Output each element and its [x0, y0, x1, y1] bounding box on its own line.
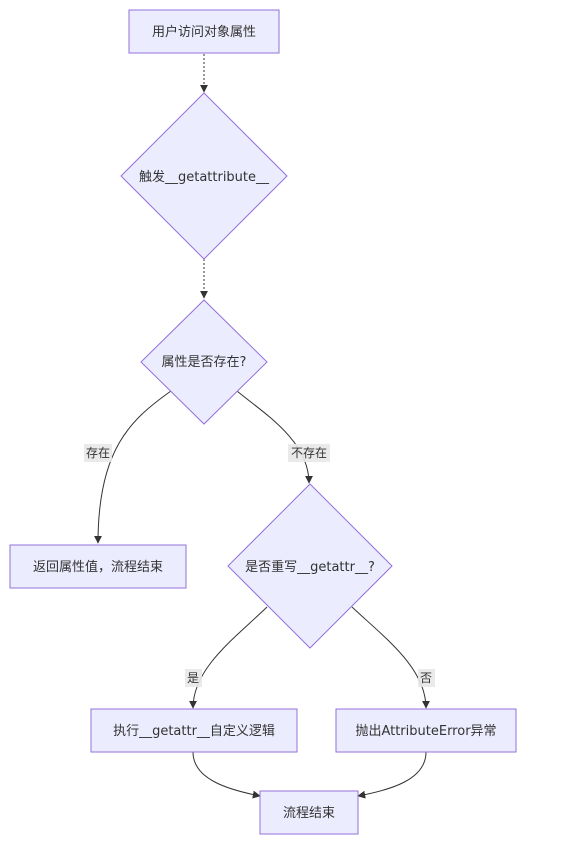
node-exists-check-text: 属性是否存在?: [162, 355, 247, 370]
node-trigger: 触发__getattribute__: [120, 92, 288, 260]
edge-override-to-run: [189, 606, 268, 709]
edge-override-to-error: [351, 606, 430, 709]
edge-label-exists-text: 存在: [86, 446, 110, 460]
node-raise-error-text: 抛出AttributeError异常: [355, 724, 496, 739]
edge-label-yes: 是: [185, 669, 202, 687]
node-start: 用户访问对象属性: [128, 9, 280, 54]
edge-label-no: 否: [418, 669, 435, 687]
node-run-getattr-text: 执行__getattr__自定义逻辑: [113, 724, 275, 739]
node-override-check-text: 是否重写__getattr__?: [245, 559, 375, 575]
edge-label-not-exists-text: 不存在: [291, 446, 327, 460]
node-end: 流程结束: [259, 790, 359, 835]
node-override-check: 是否重写__getattr__?: [227, 483, 393, 649]
node-raise-error: 抛出AttributeError异常: [335, 708, 517, 753]
node-return-value: 返回属性值，流程结束: [9, 544, 187, 589]
edge-exists-to-return: [94, 390, 172, 544]
edge-label-yes-text: 是: [187, 671, 199, 685]
node-start-text: 用户访问对象属性: [152, 24, 256, 40]
node-return-value-text: 返回属性值，流程结束: [33, 559, 163, 575]
node-run-getattr: 执行__getattr__自定义逻辑: [90, 708, 298, 753]
edge-error-to-end: [357, 751, 427, 799]
edge-exists-to-override: [236, 390, 313, 484]
edge-label-not-exists: 不存在: [288, 444, 330, 462]
edge-label-exists: 存在: [84, 444, 112, 462]
node-trigger-text: 触发__getattribute__: [139, 169, 270, 185]
node-end-text: 流程结束: [283, 806, 335, 821]
edge-run-to-end: [192, 751, 261, 799]
node-exists-check: 属性是否存在?: [140, 299, 268, 425]
edge-label-no-text: 否: [420, 671, 432, 685]
